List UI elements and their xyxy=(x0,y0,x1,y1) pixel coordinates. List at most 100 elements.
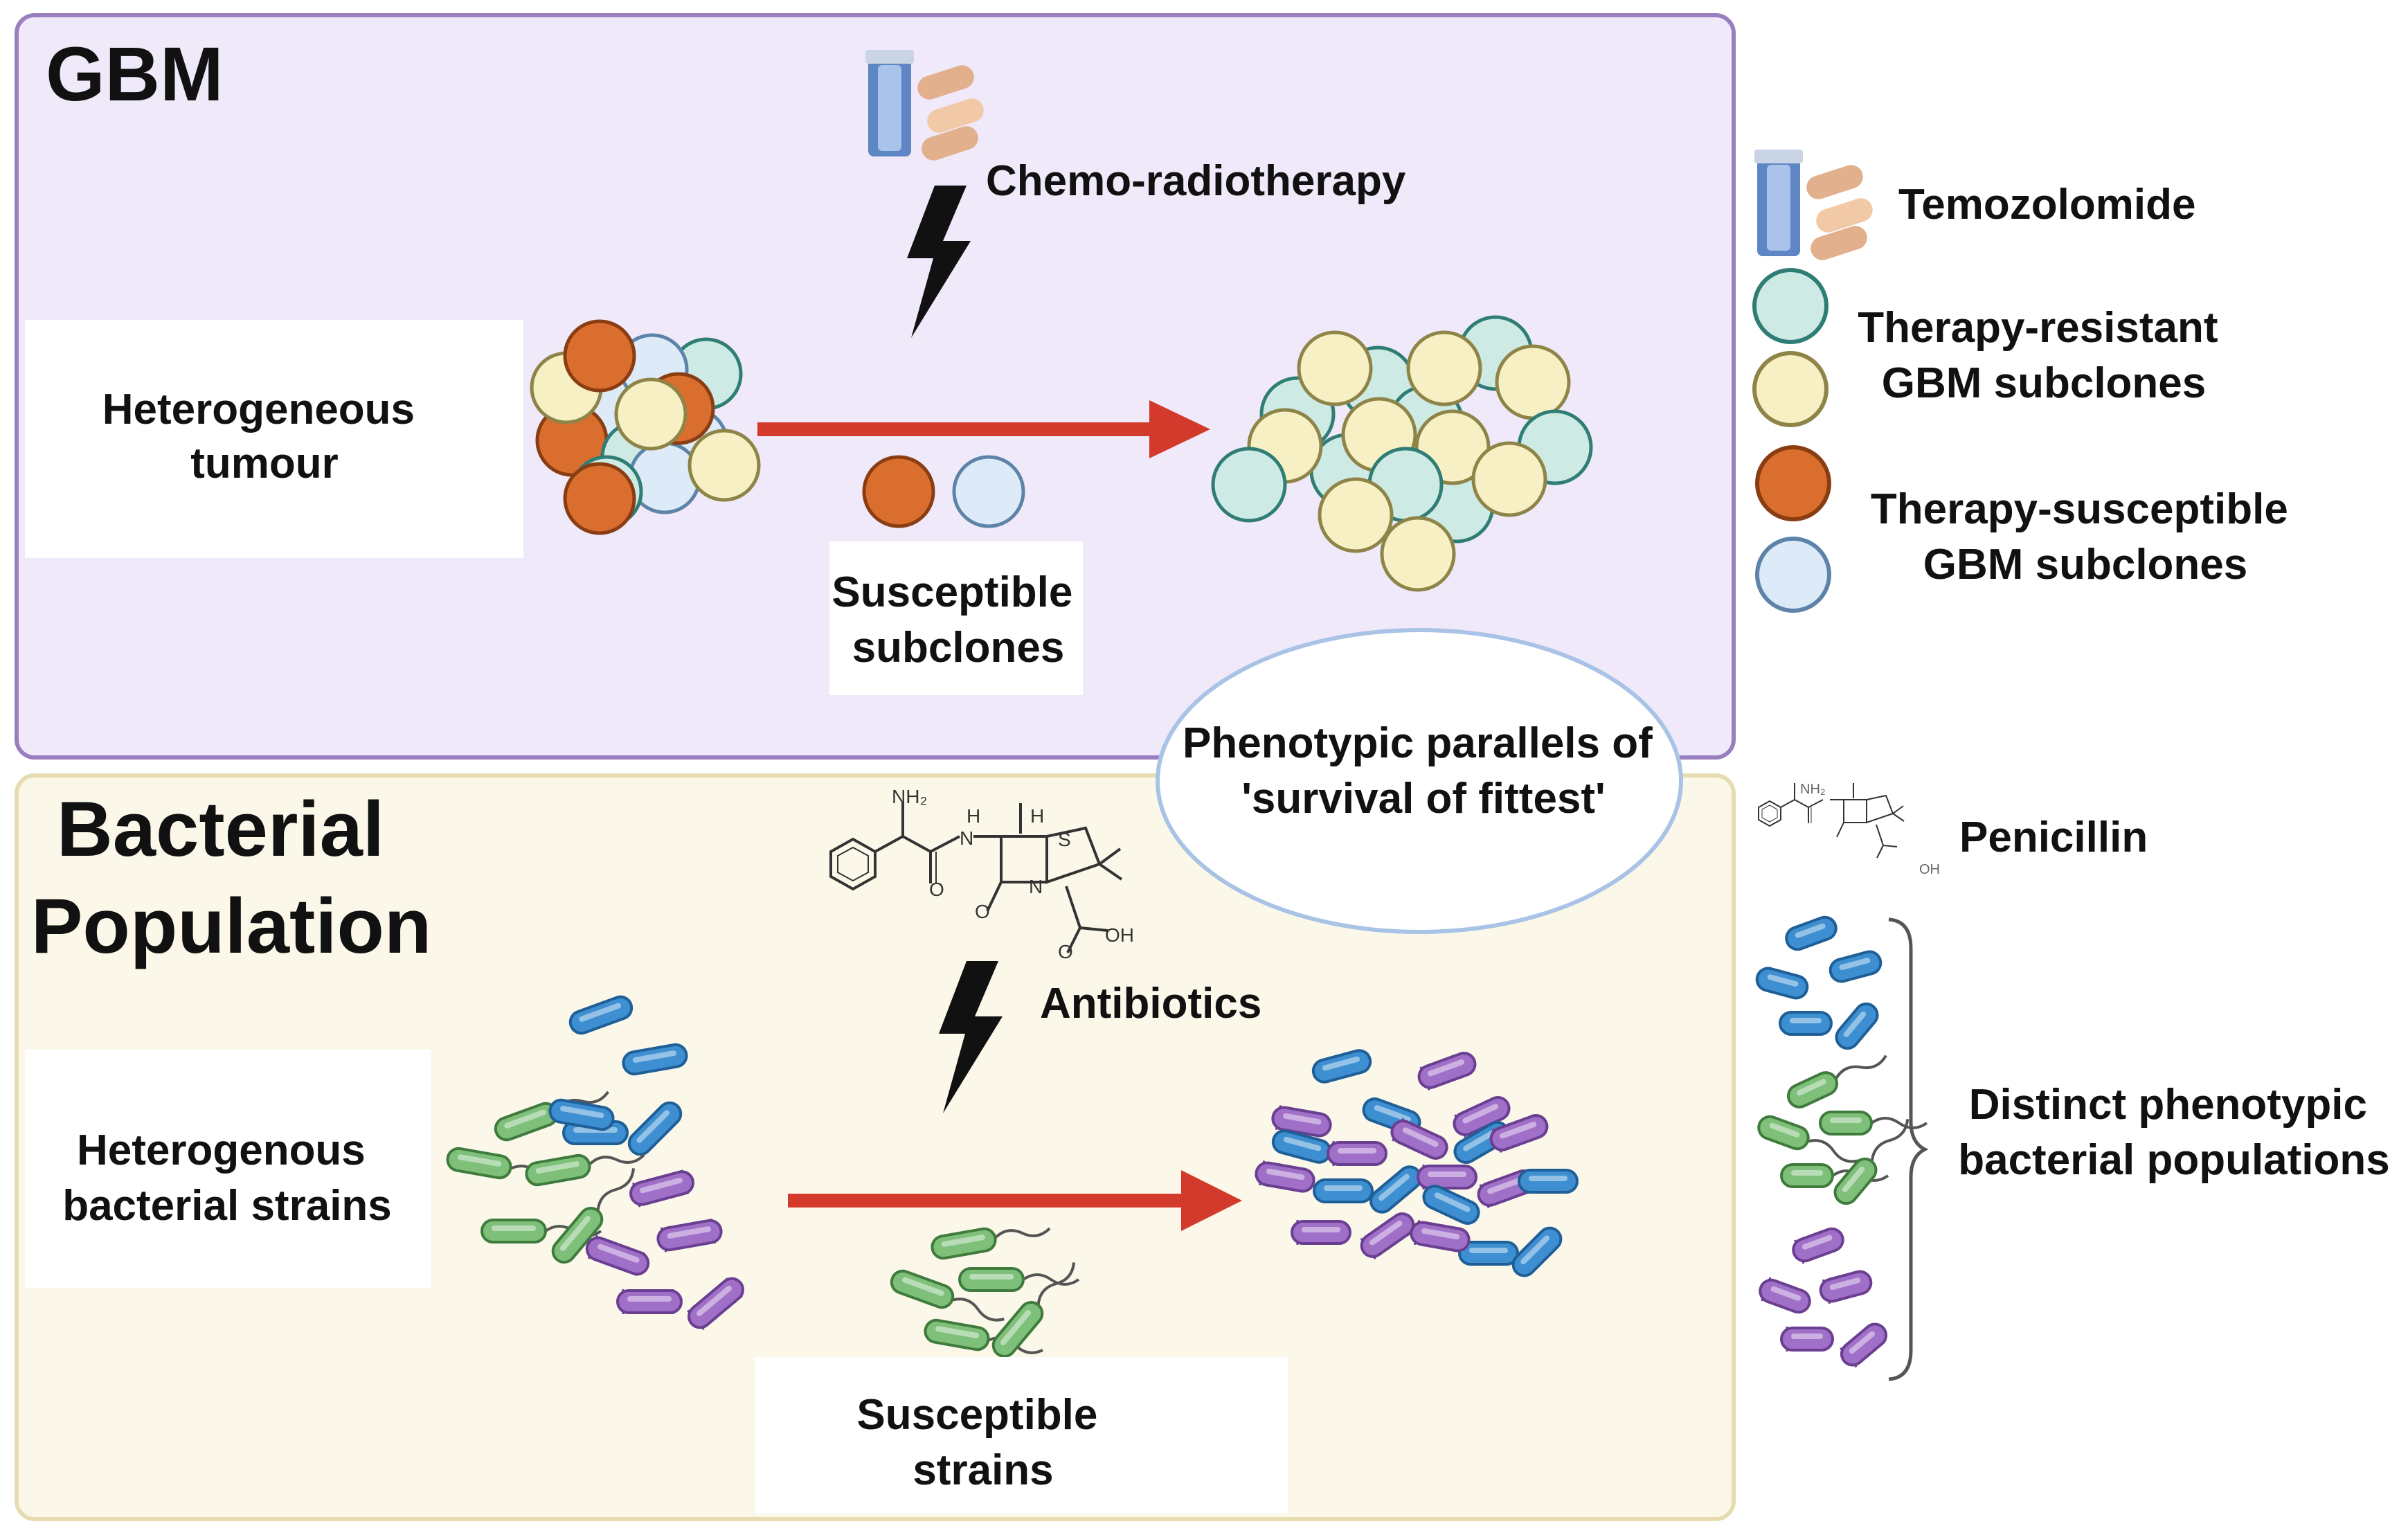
blue-bacterium xyxy=(1518,1169,1579,1194)
purple-bacterium xyxy=(1360,1212,1415,1260)
purple-bacterium xyxy=(1410,1220,1471,1253)
green-bacterium xyxy=(1780,1163,1889,1188)
legend-resistant-label: Therapy-resistant GBM subclones xyxy=(1858,304,2230,407)
legend-temozolomide-icon xyxy=(1754,150,1876,264)
bacterial-title: Bacterial Population xyxy=(31,786,432,969)
heterogenous-strains-box xyxy=(25,1050,431,1288)
chem-oh: OH xyxy=(1105,924,1134,946)
blue-bacterium xyxy=(627,1101,683,1156)
purple-bacterium xyxy=(629,1169,694,1208)
heterogenous-strains-label: Heterogenous bacterial strains xyxy=(62,1126,392,1230)
removed-susceptible-strains xyxy=(890,1227,1080,1358)
legend-brace xyxy=(1888,917,1929,1381)
green-bacterium xyxy=(551,1168,635,1264)
removed-susceptible-orange xyxy=(862,455,935,528)
heterogeneous-tumour-cluster xyxy=(530,319,761,535)
legend-resistant-yellow-cell xyxy=(1752,351,1829,427)
green-bacterium xyxy=(446,1147,566,1183)
green-bacterium xyxy=(525,1154,645,1187)
chem-o-2: O xyxy=(975,901,990,922)
legend-resistant-teal-cell xyxy=(1752,268,1829,344)
green-bacterium xyxy=(931,1227,1051,1260)
purple-bacterium xyxy=(1417,1165,1477,1190)
removed-susceptible-blue xyxy=(952,455,1025,528)
blue-bacterium xyxy=(1785,915,1838,951)
chem-h-1: H xyxy=(967,805,980,827)
blue-bacterium xyxy=(1755,967,1809,1000)
legend-susceptible-label: Therapy-susceptible GBM subclones xyxy=(1871,485,2300,589)
blue-bacterium xyxy=(568,995,634,1035)
legend-bacterial-populations-label: Distinct phenotypic bacterial population… xyxy=(1958,1081,2390,1184)
susceptible-strains-box xyxy=(755,1357,1288,1514)
green-bacterium xyxy=(1819,1111,1928,1135)
bacterial-arrow-head xyxy=(1181,1170,1242,1231)
blue-bacterium xyxy=(1313,1178,1374,1203)
susceptible-strains-label: Susceptible strains xyxy=(856,1391,1109,1494)
purple-bacterium xyxy=(1255,1160,1315,1193)
purple-bacterium xyxy=(656,1219,723,1253)
purple-bacterium xyxy=(616,1289,683,1314)
blue-bacterium xyxy=(562,1120,629,1145)
green-bacterium xyxy=(1786,1054,1887,1108)
legend-chem-nh2: NH₂ xyxy=(1800,782,1826,797)
legend-susceptible-blue-cell xyxy=(1755,537,1831,613)
blue-bacterium xyxy=(1311,1049,1372,1084)
resistant-tumour-cluster xyxy=(1211,315,1593,592)
purple-bacterium xyxy=(687,1277,744,1331)
purple-bacterium xyxy=(1390,1117,1448,1160)
blue-bacterium xyxy=(1422,1185,1480,1225)
purple-bacterium xyxy=(1792,1227,1844,1264)
purple-bacterium xyxy=(1417,1052,1477,1091)
purple-bacterium xyxy=(585,1235,650,1277)
bacterial-panel xyxy=(15,773,1736,1521)
phenotypic-parallels-label: Phenotypic parallels of 'survival of fit… xyxy=(1183,719,1664,823)
legend-temozolomide-label: Temozolomide xyxy=(1898,181,2195,228)
green-bacterium xyxy=(991,1262,1075,1358)
antibiotics-label: Antibiotics xyxy=(1040,980,1261,1027)
legend-penicillin-icon xyxy=(1758,782,1905,859)
green-bacterium xyxy=(890,1269,1005,1322)
blue-bacterium xyxy=(1511,1226,1563,1277)
chemo-radiotherapy-label: Chemo-radiotherapy xyxy=(986,157,1406,205)
purple-bacterium xyxy=(1489,1114,1549,1154)
chem-h-2: H xyxy=(1030,805,1044,827)
purple-bacterium xyxy=(1840,1322,1888,1368)
purple-bacterium xyxy=(1291,1220,1351,1245)
heterogenous-bacteria-cluster xyxy=(446,995,744,1331)
blue-bacterium xyxy=(1835,1002,1879,1050)
legend-penicillin-label: Penicillin xyxy=(1959,814,2148,861)
blue-bacterium xyxy=(1369,1165,1422,1214)
purple-bacterium xyxy=(1271,1105,1332,1138)
chem-o-3: O xyxy=(1058,941,1073,962)
green-bacterium xyxy=(1757,1115,1860,1163)
green-bacterium xyxy=(958,1267,1080,1292)
purple-bacterium xyxy=(1759,1277,1811,1314)
legend-chem-oh: OH xyxy=(1919,862,1940,877)
susceptible-subclones-box xyxy=(829,541,1083,695)
heterogeneous-tumour-label: Heterogeneous tumour xyxy=(102,386,427,487)
gbm-title: GBM xyxy=(46,32,224,117)
chem-o-1: O xyxy=(929,879,944,900)
blue-bacterium xyxy=(1458,1241,1519,1266)
blue-bacterium xyxy=(548,1098,615,1131)
phenotypic-parallels-ellipse xyxy=(1156,628,1683,934)
purple-bacterium xyxy=(1819,1270,1873,1304)
purple-bacterium xyxy=(1780,1327,1834,1352)
gbm-arrow-head xyxy=(1149,400,1210,458)
purple-bacterium xyxy=(1327,1141,1387,1166)
green-bacterium xyxy=(1833,1119,1910,1205)
legend-susceptible-orange-cell xyxy=(1755,445,1831,521)
resistant-bacteria-cluster xyxy=(1255,1049,1579,1277)
blue-bacterium xyxy=(1829,950,1883,983)
chem-n-2: N xyxy=(1029,876,1043,897)
blue-bacterium xyxy=(622,1043,688,1076)
blue-bacterium xyxy=(1779,1011,1833,1036)
chem-n-1: N xyxy=(960,827,973,849)
susceptible-subclones-label: Susceptible subclones xyxy=(832,568,1084,672)
chem-s: S xyxy=(1058,829,1071,850)
heterogeneous-tumour-box xyxy=(25,320,523,558)
green-bacterium xyxy=(924,1318,1043,1354)
chem-nh2: NH₂ xyxy=(892,786,927,807)
purple-bacterium xyxy=(1453,1096,1511,1138)
